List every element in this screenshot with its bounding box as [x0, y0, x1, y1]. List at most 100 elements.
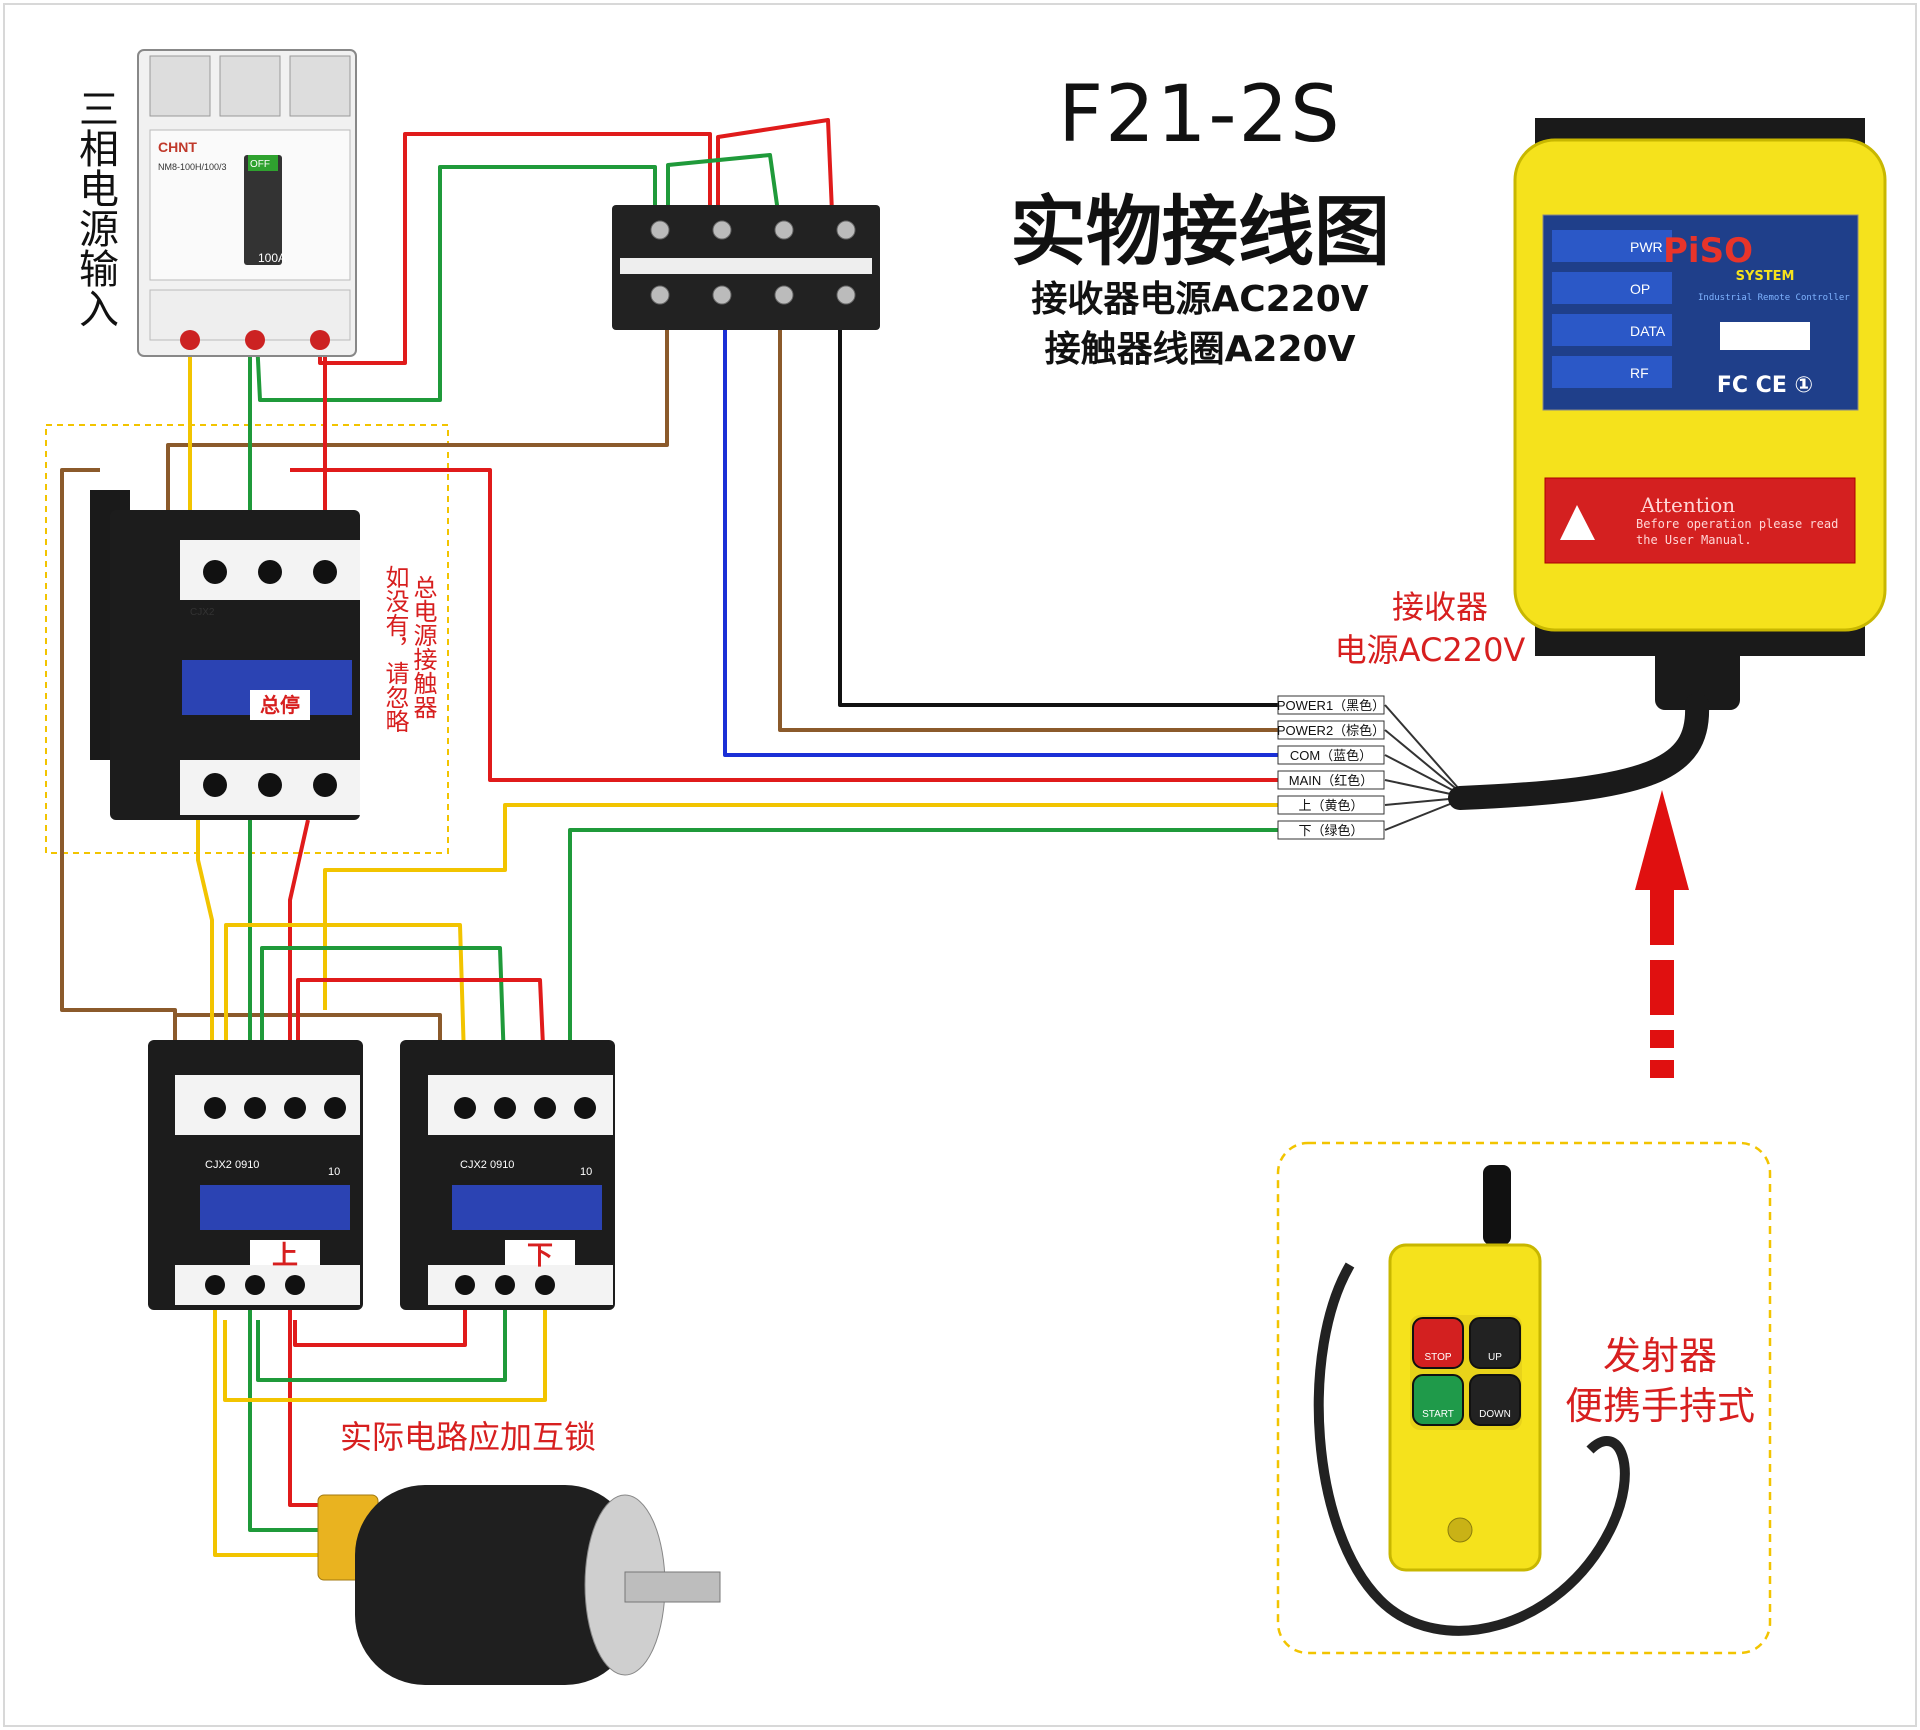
main-contactor-model: CJX2 [190, 607, 215, 618]
up-contactor-code: 10 [328, 1166, 340, 1178]
remote-button-start[interactable]: START [1412, 1374, 1464, 1426]
wire-up-yellow [323, 803, 1280, 1010]
wire-label-3: MAIN（红色） [1277, 770, 1385, 790]
wire-label-box [1277, 720, 1385, 740]
wire-out-red [288, 819, 310, 1090]
wire-label-box [1277, 770, 1385, 790]
wire-cross-yellow [224, 923, 467, 1091]
circuit-breaker [137, 49, 357, 357]
down-contactor-tag: 下 [527, 1241, 553, 1271]
wire-motor-yellow [213, 1300, 325, 1557]
wire-label-box [1277, 820, 1385, 840]
wire-label-text: MAIN（红色） [1289, 773, 1374, 788]
up-contactor-model: CJX2 0910 [205, 1159, 259, 1171]
main-stop-tag: 总停 [260, 693, 300, 717]
remote-button-label: DOWN [1479, 1409, 1511, 1420]
wire-label-text: COM（蓝色） [1290, 748, 1372, 763]
indicator-rf: RF [1630, 365, 1649, 381]
attention-text-box: Before operation please read the User Ma… [1636, 517, 1839, 547]
wire-cross-green [260, 946, 507, 1091]
remote-button-label: UP [1488, 1352, 1502, 1363]
remote-button-down[interactable]: DOWN [1469, 1374, 1521, 1426]
wire-label-text: POWER1（黑色） [1277, 698, 1385, 713]
receiver-brand-desc: Industrial Remote Controller [1698, 293, 1850, 303]
remote-buttons: STOP UP START DOWN [1412, 1317, 1521, 1426]
indicator-op: OP [1630, 281, 1650, 297]
wires [60, 118, 1461, 1557]
wire-label-box [1277, 795, 1385, 815]
wire-motor-green [248, 1300, 325, 1532]
indicator-pwr: PWR [1630, 239, 1663, 255]
wire-label-text: 上（黄色） [1298, 798, 1363, 813]
terminal-block [612, 205, 880, 330]
up-contactor [148, 1040, 363, 1310]
wire-main-red [290, 468, 1280, 782]
main-contactor [90, 490, 360, 820]
wire-label-box [1277, 695, 1385, 715]
wire-green-to-terminal [255, 165, 657, 402]
spec-line-1: 接收器电源AC220V [1031, 279, 1369, 320]
breaker-state: OFF [250, 159, 270, 170]
down-contactor-model: CJX2 0910 [460, 1159, 514, 1171]
receiver-brand-sub: SYSTEM [1736, 269, 1795, 284]
remote-button-body[interactable] [1469, 1374, 1521, 1426]
diagram-title: 实物接线图 [1010, 187, 1390, 276]
signal-arrow [1635, 790, 1689, 1078]
down-contactor [400, 1040, 615, 1310]
spec-line-2: 接触器线圈A220V [1044, 329, 1356, 370]
wire-lower-yellow [223, 1310, 547, 1402]
wire-green-terminal-loop [666, 153, 780, 213]
wire-out-yellow [196, 820, 214, 1090]
receiver-power-note-2: 电源AC220V [1334, 631, 1526, 669]
transmitter-box [1276, 1141, 1772, 1655]
main-contactor-note-2: 如没有，请忽略 [381, 565, 409, 733]
indicator-data: DATA [1630, 323, 1666, 339]
wire-power2-brown [778, 300, 1280, 732]
wire-label-1: POWER2（棕色） [1277, 720, 1385, 740]
wire-label-text: POWER2（棕色） [1277, 723, 1385, 738]
wire-cross-red [296, 978, 547, 1091]
main-contactor-optional-box [45, 424, 449, 854]
wire-label-0: POWER1（黑色） [1277, 695, 1385, 715]
remote-button-body[interactable] [1412, 1374, 1464, 1426]
wire-label-5: 下（绿色） [1277, 820, 1385, 840]
wire-label-4: 上（黄色） [1277, 795, 1385, 815]
transmitter-note-1: 发射器 [1602, 1334, 1717, 1378]
receiver [1448, 118, 1887, 810]
wire-label-text: 下（绿色） [1298, 823, 1363, 838]
attention-text: Before operation please read the User Ma… [1636, 517, 1839, 547]
up-contactor-tag: 上 [272, 1241, 298, 1271]
attention-title: Attention [1640, 493, 1735, 517]
breaker-brand: CHNT [158, 139, 197, 155]
motor [317, 1485, 721, 1685]
model-title: F21-2S [1058, 70, 1342, 160]
wire-motor-red [288, 1300, 330, 1507]
receiver-power-note-1: 接收器 [1391, 588, 1488, 626]
wire-power1-black [838, 290, 1280, 707]
remote-button-label: START [1422, 1409, 1454, 1420]
wire-red-terminal-loop [716, 118, 834, 213]
wire-brown-terminal-coil [166, 290, 669, 510]
remote-button-body[interactable] [1469, 1317, 1521, 1369]
wire-label-2: COM（蓝色） [1277, 745, 1385, 765]
wire-converge [1384, 704, 1461, 831]
remote-button-stop[interactable]: STOP [1412, 1317, 1464, 1369]
interlock-note: 实际电路应加互锁 [340, 1418, 597, 1456]
wire-lower-red [293, 1310, 467, 1347]
receiver-brand: PiSO [1663, 231, 1753, 271]
down-contactor-code: 10 [580, 1166, 592, 1178]
breaker-rating: 100A [258, 251, 286, 265]
wire-labels: POWER1（黑色） POWER2（棕色） COM（蓝色） MAIN（红色） 上（黄色）… [1277, 695, 1385, 840]
wire-red-to-terminal [318, 132, 712, 365]
remote-button-body[interactable] [1412, 1317, 1464, 1369]
wire-com-blue [723, 300, 1280, 757]
remote-button-up[interactable]: UP [1469, 1317, 1521, 1369]
transmitter-note-2: 便携手持式 [1564, 1384, 1755, 1428]
wire-brown-coil-loop [60, 468, 177, 1040]
breaker-model: NM8-100H/100/3 [158, 162, 227, 172]
wire-label-box [1277, 745, 1385, 765]
remote-button-label: STOP [1424, 1352, 1451, 1363]
receiver-cert: FC CE ① [1717, 373, 1813, 398]
power-input-label: 三相电源输入 [72, 88, 118, 328]
